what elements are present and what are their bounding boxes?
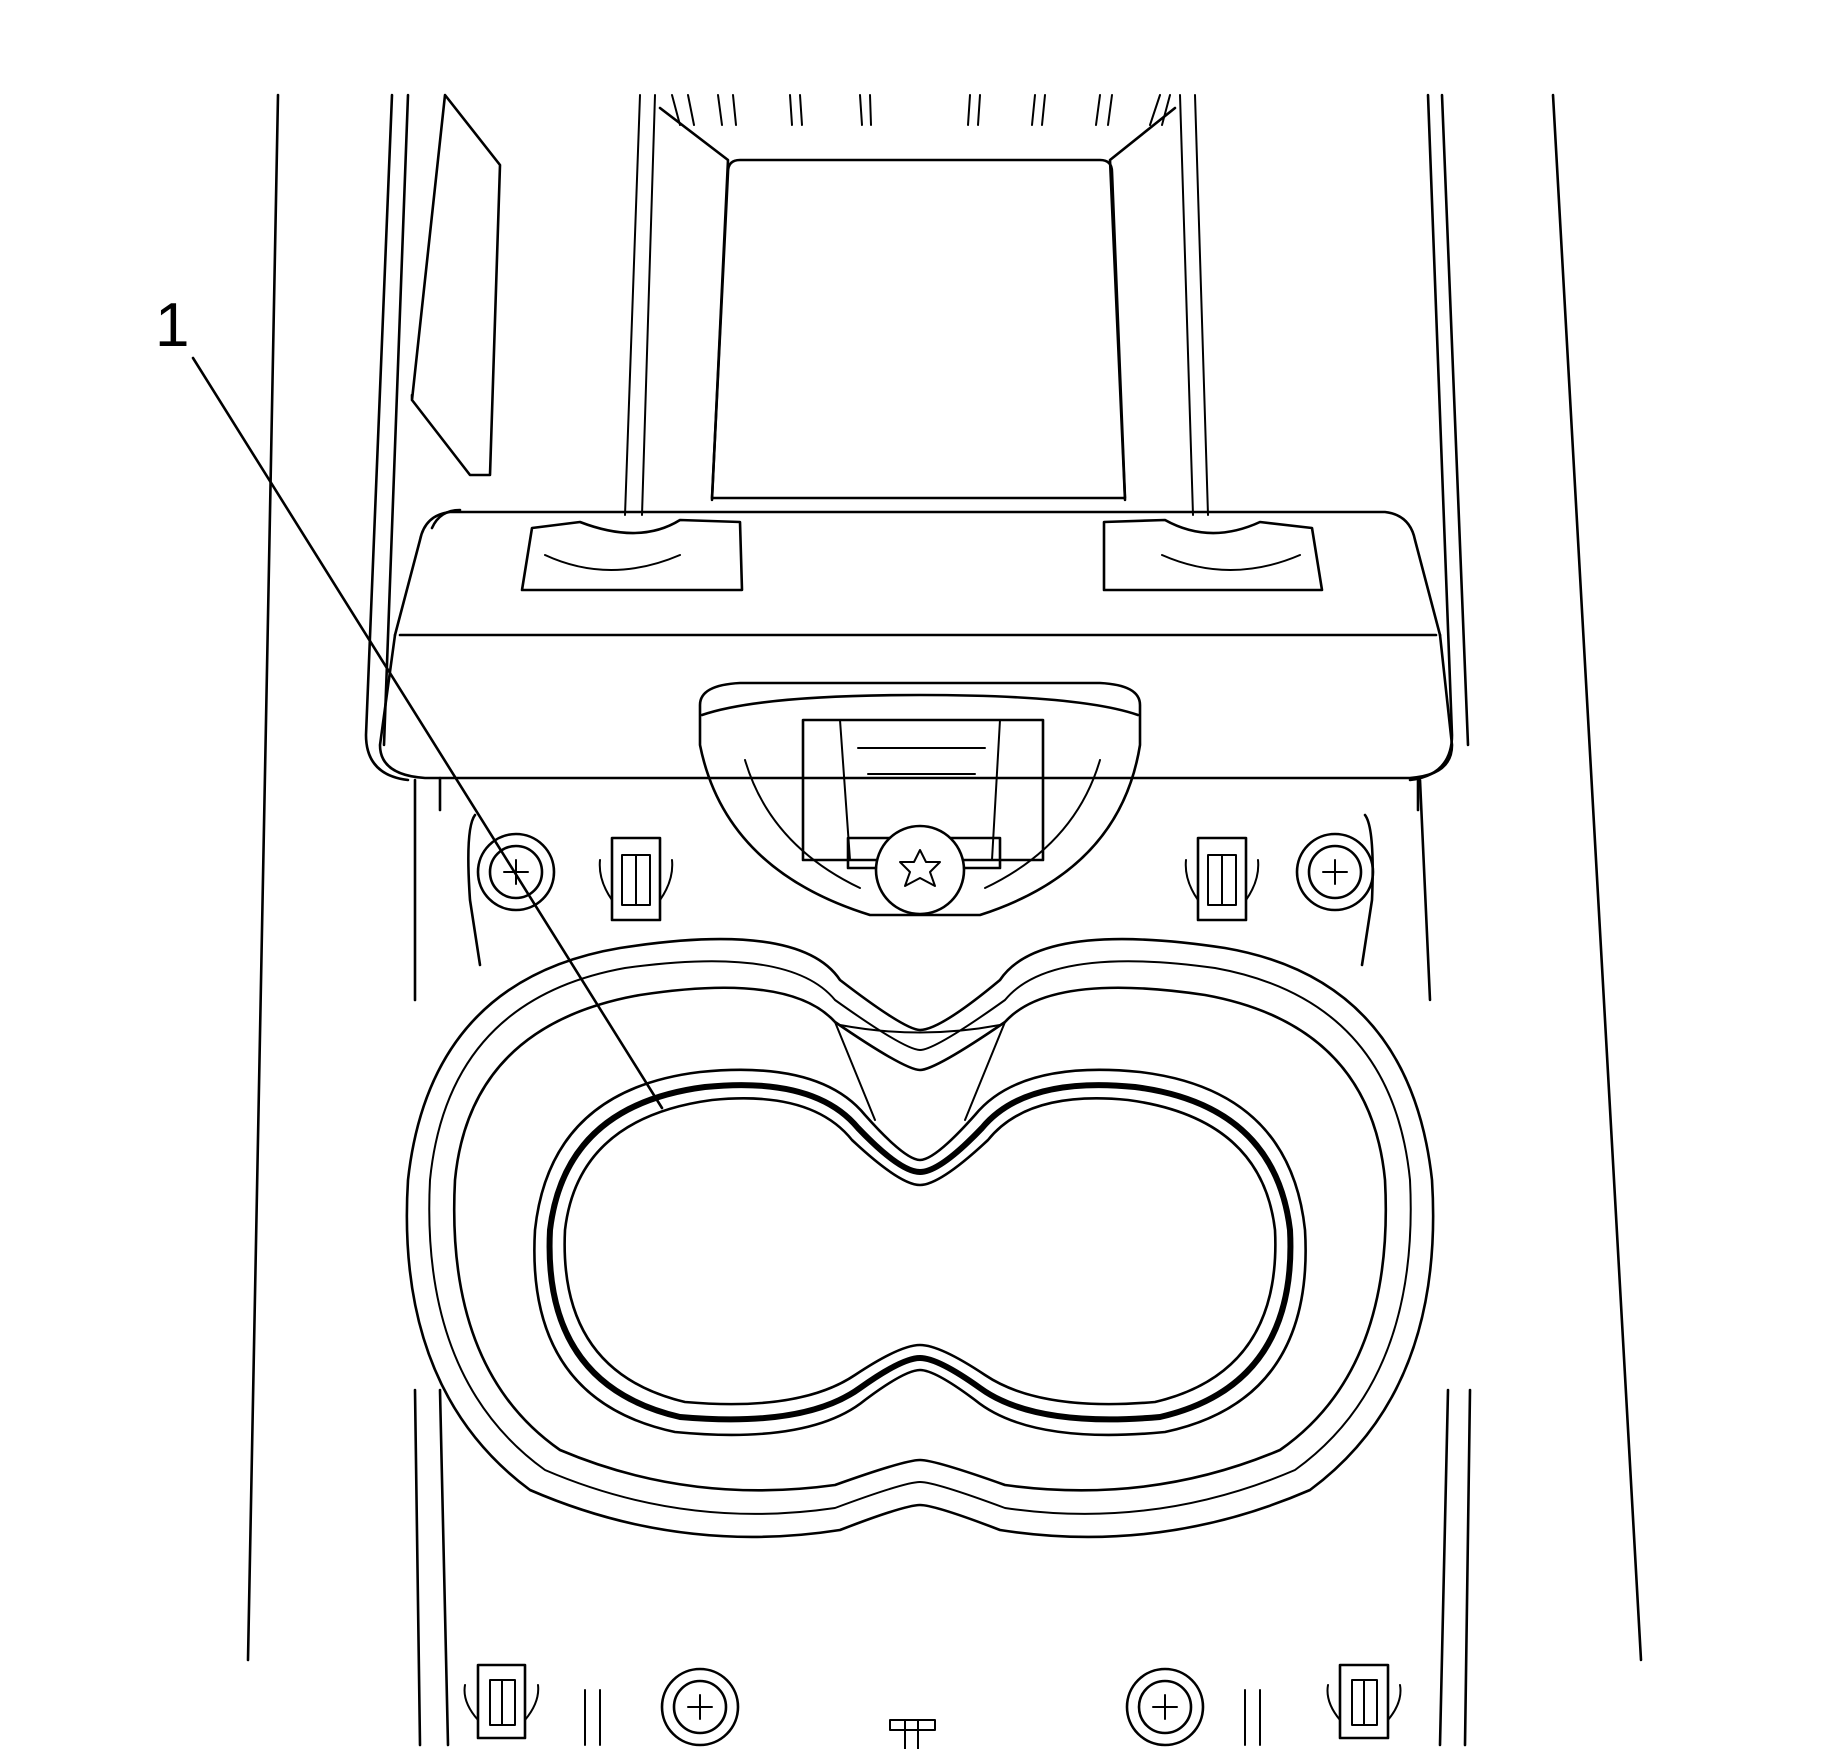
cup-holder-insert: [533, 1068, 1307, 1437]
center-latch: [698, 681, 1142, 917]
callout-label: 1: [155, 291, 189, 360]
side-vent-slot: [410, 93, 502, 477]
console-rear-body: [364, 93, 1470, 782]
cup-holder-housing: [405, 937, 1435, 1539]
left-grip-pad: [520, 518, 744, 592]
screw-lower-right: [1125, 1667, 1205, 1747]
screw-upper-left: [476, 832, 556, 912]
screw-lower-left: [660, 1667, 740, 1747]
connector-lower-left: [463, 1663, 540, 1740]
screw-upper-right: [1295, 832, 1375, 912]
mounting-brackets: [413, 778, 1432, 1002]
front-bezel: [378, 508, 1454, 812]
callout-leader-line: [191, 356, 664, 1110]
connector-lower-right: [1326, 1663, 1402, 1740]
right-grip-pad: [1102, 518, 1324, 592]
console-side-lines: [246, 93, 1643, 1662]
lower-console-frame: [413, 1388, 1472, 1749]
rear-storage-lid: [658, 94, 1177, 502]
connector-upper-right: [1184, 836, 1260, 922]
connector-upper-left: [598, 836, 674, 922]
